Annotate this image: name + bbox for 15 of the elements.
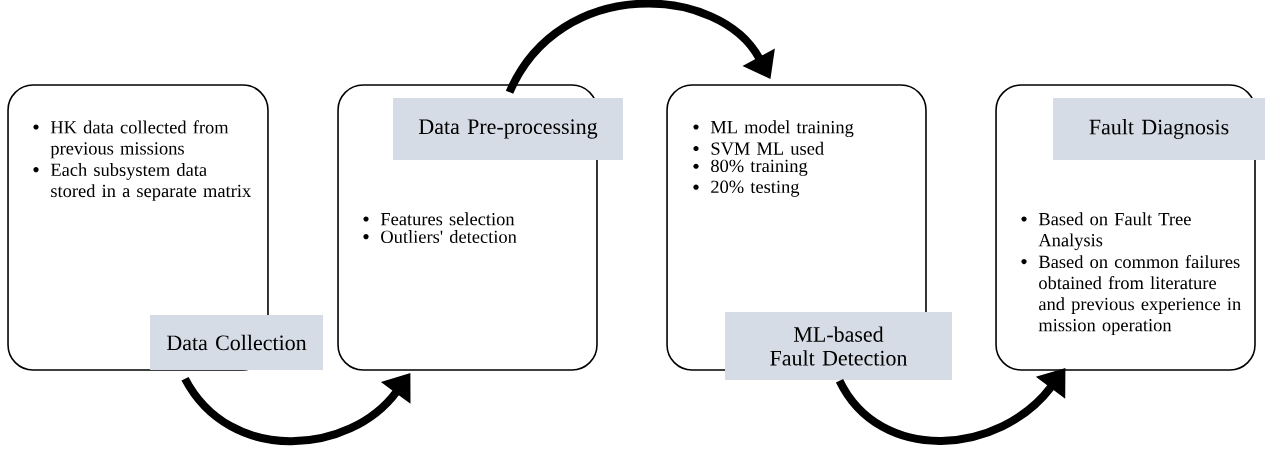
title-box: Data Collection [150,315,323,370]
title-box: Fault Diagnosis [1053,98,1265,160]
bullet-item: ML model training [693,120,854,138]
bullet-item: Each subsystem data stored in a separate matrix [33,163,251,201]
bullet-item: 80% training [693,159,808,176]
title-box: Data Pre-processing [393,98,623,160]
bullet-item: Based on Fault Tree Analysis [1021,212,1191,251]
title-box: ML-based Fault Detection [725,312,952,380]
bullet-item: Features selection [363,212,515,226]
bullet-item: SVM ML used [693,141,824,155]
bullet-item: 20% testing [693,180,800,197]
curved-arrow [506,0,775,95]
bullet-item: Based on common failures obtained from literature and previous experience in mission operation [1021,254,1241,336]
bullet-item: HK data collected from previous missions [33,120,229,159]
bullet-item: Outliers' detection [363,230,517,244]
